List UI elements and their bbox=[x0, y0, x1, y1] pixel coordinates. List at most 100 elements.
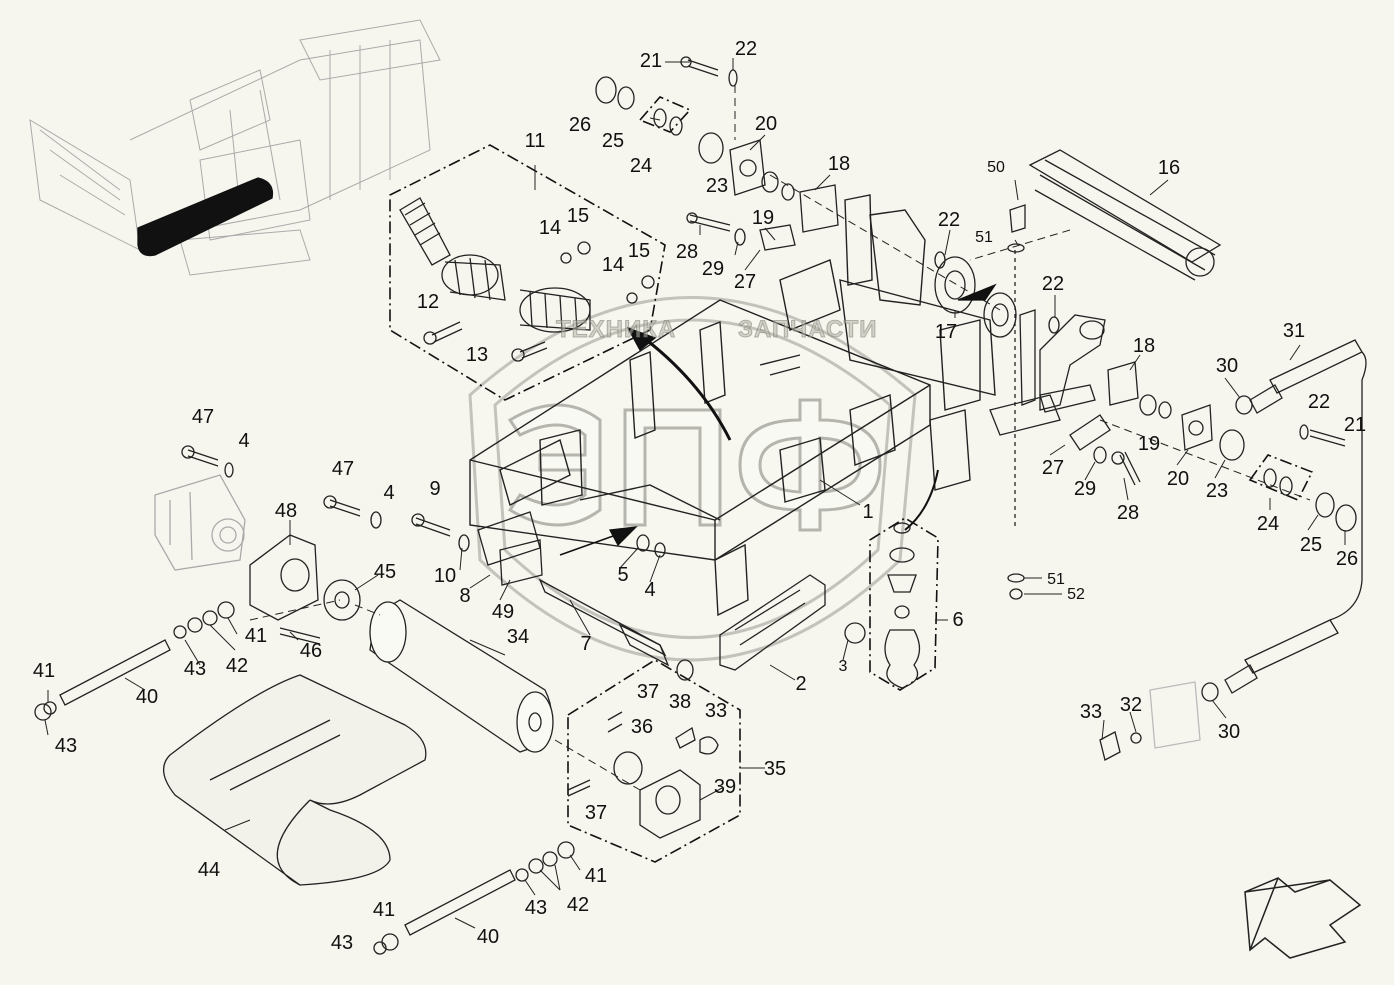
callout-c22c: 22 bbox=[1041, 273, 1065, 295]
callout-c17: 17 bbox=[934, 321, 958, 343]
callout-c45: 45 bbox=[373, 561, 397, 583]
callout-c40b: 40 bbox=[476, 926, 500, 948]
callout-c7: 7 bbox=[580, 633, 592, 655]
callout-c37a: 37 bbox=[636, 681, 660, 703]
callout-c49: 49 bbox=[491, 601, 515, 623]
callout-c4c: 4 bbox=[644, 579, 656, 601]
callout-c15b: 15 bbox=[627, 240, 651, 262]
callout-c28b: 28 bbox=[1116, 502, 1140, 524]
bearing-group-35 bbox=[567, 711, 719, 839]
callout-c41b: 41 bbox=[244, 625, 268, 647]
callout-c47b: 47 bbox=[331, 458, 355, 480]
callout-c38: 38 bbox=[668, 691, 692, 713]
callout-c29a: 29 bbox=[701, 258, 725, 280]
hydraulic-motor bbox=[154, 474, 246, 571]
fasteners bbox=[181, 56, 1357, 645]
callout-c37b: 37 bbox=[584, 802, 608, 824]
callout-c52: 52 bbox=[1067, 586, 1085, 603]
callout-c20a: 20 bbox=[754, 113, 778, 135]
conveyor-belt bbox=[163, 674, 427, 886]
callout-c21a: 21 bbox=[639, 50, 663, 72]
callout-c39: 39 bbox=[713, 776, 737, 798]
callout-c29b: 29 bbox=[1073, 478, 1097, 500]
callout-c11: 11 bbox=[524, 130, 546, 152]
callout-c1: 1 bbox=[862, 501, 874, 523]
machine-conveyor-highlight bbox=[137, 177, 274, 257]
callout-c30a: 30 bbox=[1215, 355, 1239, 377]
callout-c12: 12 bbox=[416, 291, 440, 313]
callout-c43d: 43 bbox=[330, 932, 354, 954]
watermark-text-left: ТЕХНИКА bbox=[555, 316, 677, 344]
direction-arrow-icon bbox=[1244, 877, 1362, 959]
machine-overview-sketch bbox=[29, 19, 441, 276]
callout-c43b: 43 bbox=[54, 735, 78, 757]
callout-c33a: 33 bbox=[1079, 701, 1103, 723]
right-tension-linkage bbox=[989, 250, 1111, 530]
shafts bbox=[34, 601, 575, 955]
callout-c19a: 19 bbox=[751, 207, 775, 229]
flange-45 bbox=[323, 579, 361, 621]
idler-roller-set bbox=[399, 197, 591, 333]
callout-c41c: 41 bbox=[584, 865, 608, 887]
callout-c4b: 4 bbox=[383, 482, 395, 504]
callout-c50: 50 bbox=[987, 159, 1005, 176]
callout-c36: 36 bbox=[630, 716, 654, 738]
callout-c23a: 23 bbox=[705, 175, 729, 197]
callout-c10: 10 bbox=[433, 565, 457, 587]
callout-c32: 32 bbox=[1119, 694, 1143, 716]
callout-c20b: 20 bbox=[1166, 468, 1190, 490]
callout-c40a: 40 bbox=[135, 686, 159, 708]
callout-c48: 48 bbox=[274, 500, 298, 522]
callout-c33b: 33 bbox=[704, 700, 728, 722]
callout-c47a: 47 bbox=[191, 406, 215, 428]
callout-c26b: 26 bbox=[1335, 548, 1359, 570]
watermark-text-right: ЗАПЧАСТИ bbox=[738, 316, 878, 344]
callout-c5: 5 bbox=[617, 564, 629, 586]
callout-c2: 2 bbox=[795, 673, 807, 695]
callout-c41d: 41 bbox=[372, 899, 396, 921]
callout-c31: 31 bbox=[1282, 320, 1306, 342]
callout-c22d: 22 bbox=[1307, 391, 1331, 413]
callout-c25a: 25 bbox=[601, 130, 625, 152]
callout-c41a: 41 bbox=[32, 660, 56, 682]
callout-c23b: 23 bbox=[1205, 480, 1229, 502]
callout-c24a: 24 bbox=[629, 155, 653, 177]
callout-c9: 9 bbox=[429, 478, 441, 500]
callout-c27b: 27 bbox=[1041, 457, 1065, 479]
callout-c13: 13 bbox=[465, 344, 489, 366]
callout-c51b: 51 bbox=[1047, 571, 1065, 588]
spare-roller-bundle bbox=[1028, 149, 1222, 281]
callout-c35: 35 bbox=[763, 758, 787, 780]
callout-c14a: 14 bbox=[538, 217, 562, 239]
callout-c19b: 19 bbox=[1137, 433, 1161, 455]
drum-roller bbox=[369, 599, 554, 753]
drive-shaft-7 bbox=[477, 511, 694, 681]
callout-c21b: 21 bbox=[1343, 414, 1367, 436]
assembly-arrows bbox=[559, 283, 997, 556]
callout-c43a: 43 bbox=[183, 658, 207, 680]
main-frame bbox=[469, 194, 996, 617]
callout-c42b: 42 bbox=[566, 894, 590, 916]
callout-c14b: 14 bbox=[601, 254, 625, 276]
callout-c46: 46 bbox=[299, 640, 323, 662]
callout-c34: 34 bbox=[506, 626, 530, 648]
callout-c18a: 18 bbox=[827, 153, 851, 175]
side-plate-2 bbox=[719, 574, 826, 671]
callout-c44: 44 bbox=[197, 859, 221, 881]
callout-c4a: 4 bbox=[238, 430, 250, 452]
callout-c3: 3 bbox=[838, 658, 848, 675]
callout-c51a: 51 bbox=[975, 229, 993, 246]
assembly-axes bbox=[249, 85, 1311, 791]
callout-c8: 8 bbox=[459, 585, 471, 607]
callout-c6: 6 bbox=[952, 609, 964, 631]
callout-c16: 16 bbox=[1157, 157, 1181, 179]
callout-c22b: 22 bbox=[937, 209, 961, 231]
callout-c15a: 15 bbox=[566, 205, 590, 227]
callout-c27a: 27 bbox=[733, 271, 757, 293]
callout-c22a: 22 bbox=[734, 38, 758, 60]
drive-shaft-right bbox=[1099, 339, 1367, 761]
callout-c30b: 30 bbox=[1217, 721, 1241, 743]
callout-c25b: 25 bbox=[1299, 534, 1323, 556]
